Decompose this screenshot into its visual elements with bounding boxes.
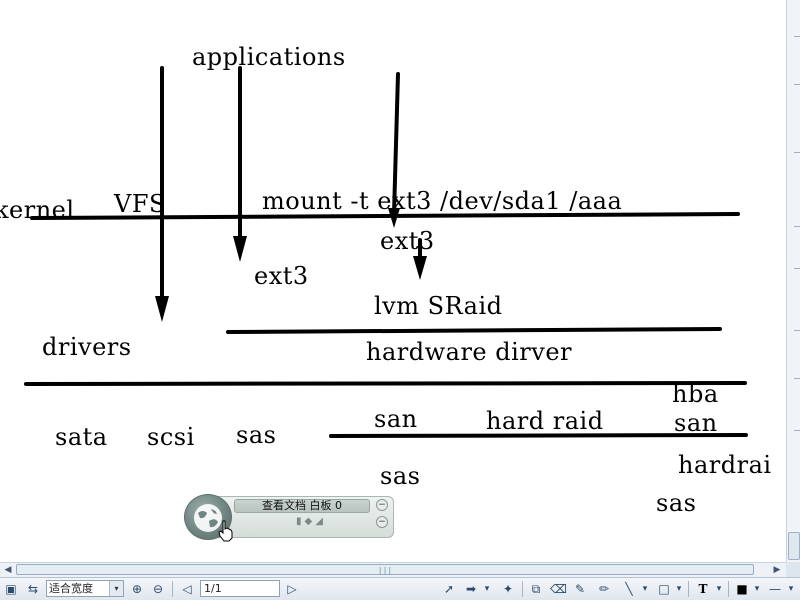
scrollbar-corner	[786, 562, 800, 577]
fit-tool-icon[interactable]: ⇆	[27, 582, 39, 596]
app-arrow-line-2	[392, 72, 400, 216]
label-sata: sata	[55, 423, 108, 451]
horizontal-scrollbar[interactable]: ◀ ||| ▶	[0, 562, 786, 577]
arrow-tool-icon[interactable]: ➡	[465, 582, 477, 596]
scroll-grip-icon: |||	[377, 566, 393, 575]
label-hardware-driver: hardware dirver	[366, 338, 573, 366]
label-hba: hba	[672, 380, 719, 408]
horizontal-scroll-thumb[interactable]: |||	[16, 564, 754, 575]
label-sas-mid: sas	[380, 462, 421, 490]
hardware-driver-line	[226, 327, 722, 334]
zoom-in-icon[interactable]: ⊕	[131, 582, 143, 596]
ext3-arrowhead	[413, 256, 427, 280]
scroll-right-arrow-icon[interactable]: ▶	[773, 565, 781, 575]
whiteboard-canvas[interactable]: kernel VFS applications mount -t ext3 /d…	[0, 0, 786, 562]
whiteboard-ink-layer	[24, 66, 748, 438]
page-view-icon[interactable]: ▣	[5, 582, 17, 596]
label-hard-raid: hard raid	[486, 407, 604, 435]
text-tool-dropdown-icon[interactable]: ▾	[716, 584, 722, 594]
vertical-scroll-thumb[interactable]	[788, 532, 800, 560]
laser-tool-icon[interactable]: ✦	[502, 582, 514, 596]
label-vfs: VFS	[114, 190, 166, 218]
label-scsi: scsi	[147, 423, 195, 451]
label-ext3-upper: ext3	[380, 227, 435, 255]
label-san-mid: san	[374, 405, 418, 433]
previous-page-icon[interactable]: ◁	[182, 582, 192, 596]
globe-icon[interactable]	[184, 494, 232, 540]
bus-line	[329, 433, 748, 438]
floating-whiteboard-panel[interactable]: 查看文档 白板 0 − − ▮◆◢	[184, 494, 394, 542]
chevron-down-icon[interactable]: ▾	[109, 581, 123, 596]
zoom-select-value: 适合宽度	[49, 582, 93, 595]
hand-cursor-icon	[218, 520, 233, 542]
panel-title[interactable]: 查看文档 白板 0	[234, 499, 370, 513]
label-drivers: drivers	[42, 333, 132, 361]
collapse-button[interactable]: −	[376, 499, 388, 511]
label-sas-left: sas	[236, 421, 277, 449]
line-tool-dropdown-icon[interactable]: ▾	[642, 584, 648, 594]
arrow-tool-dropdown-icon[interactable]: ▾	[484, 584, 490, 594]
line-width-icon[interactable]: —	[769, 582, 781, 596]
vfs-arrowhead	[155, 296, 169, 322]
label-hardraid-right: hardrai	[678, 451, 772, 479]
zoom-out-icon[interactable]: ⊖	[152, 582, 164, 596]
drivers-line	[24, 381, 747, 386]
color-picker-icon[interactable]: ■	[736, 582, 748, 596]
highlighter-icon[interactable]: ✎	[574, 582, 586, 596]
rectangle-tool-dropdown-icon[interactable]: ▾	[676, 584, 682, 594]
expand-button[interactable]: −	[376, 516, 388, 528]
line-width-dropdown-icon[interactable]: ▾	[788, 584, 794, 594]
line-tool-icon[interactable]: ╲	[625, 582, 633, 596]
label-mount-command: mount -t ext3 /dev/sda1 /aaa	[262, 187, 623, 215]
label-kernel: kernel	[0, 196, 75, 224]
text-tool-icon[interactable]: T	[698, 582, 708, 596]
vertical-scroll-track[interactable]	[790, 0, 800, 562]
label-lvm-sraid: lvm SRaid	[374, 292, 503, 320]
label-sas-right: sas	[656, 489, 697, 517]
eraser-icon[interactable]: ⌫	[550, 582, 567, 596]
next-page-icon[interactable]: ▷	[287, 582, 297, 596]
scroll-left-arrow-icon[interactable]: ◀	[4, 565, 12, 575]
label-san-right: san	[674, 409, 718, 437]
panel-tool-icons: ▮◆◢	[296, 516, 326, 527]
zoom-select[interactable]: 适合宽度 ▾	[46, 580, 124, 597]
color-dropdown-icon[interactable]: ▾	[754, 584, 760, 594]
pen-icon[interactable]: ✏	[598, 582, 610, 596]
select-area-icon[interactable]: ⧉	[531, 582, 541, 596]
label-applications: applications	[192, 43, 346, 71]
rectangle-tool-icon[interactable]: □	[658, 582, 670, 596]
kernel-line	[30, 212, 740, 220]
pointer-tool-icon[interactable]: ➚	[443, 582, 455, 596]
label-ext3-lower: ext3	[254, 262, 309, 290]
vertical-scrollbar[interactable]	[786, 0, 800, 562]
bottom-toolbar: ▣ ⇆ 适合宽度 ▾ ⊕ ⊖ ◁ 1/1 ▷ ➚ ➡ ▾ ✦ ⧉ ⌫ ✎ ✏ ╲…	[0, 577, 800, 600]
app-arrowhead-1	[233, 236, 247, 262]
app-arrowhead-2	[388, 208, 400, 228]
page-number-field[interactable]: 1/1	[200, 580, 280, 597]
